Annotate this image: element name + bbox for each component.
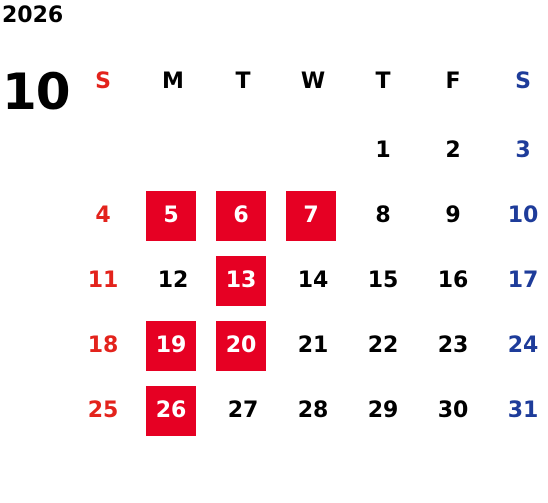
day-cell[interactable]: 15: [367, 268, 399, 293]
weekday-tuesday: T: [235, 69, 251, 94]
day-cell[interactable]: 24: [507, 333, 539, 358]
day-cell[interactable]: 16: [437, 268, 469, 293]
day-cell-highlighted[interactable]: 26: [146, 386, 196, 436]
weekday-wednesday: W: [300, 69, 326, 94]
weekday-friday: F: [445, 69, 461, 94]
day-cell[interactable]: 12: [157, 268, 189, 293]
day-cell-highlighted[interactable]: 19: [146, 321, 196, 371]
day-cell-highlighted[interactable]: 20: [216, 321, 266, 371]
day-cell[interactable]: 17: [507, 268, 539, 293]
day-cell-highlighted[interactable]: 6: [216, 191, 266, 241]
calendar-year: 2026: [2, 3, 64, 28]
day-cell[interactable]: 18: [87, 333, 119, 358]
day-cell[interactable]: 28: [297, 398, 329, 423]
weekday-thursday: T: [375, 69, 391, 94]
day-cell[interactable]: 31: [507, 398, 539, 423]
calendar-month: 10: [2, 63, 71, 121]
day-cell-highlighted[interactable]: 13: [216, 256, 266, 306]
day-cell[interactable]: 23: [437, 333, 469, 358]
day-cell[interactable]: [148, 126, 198, 176]
day-cell[interactable]: 9: [445, 203, 461, 228]
day-cell[interactable]: 21: [297, 333, 329, 358]
day-cell[interactable]: 1: [375, 138, 391, 163]
weekday-sunday: S: [95, 69, 111, 94]
day-cell-highlighted[interactable]: 7: [286, 191, 336, 241]
day-cell[interactable]: 2: [445, 138, 461, 163]
day-cell[interactable]: 22: [367, 333, 399, 358]
day-cell-highlighted[interactable]: 5: [146, 191, 196, 241]
weekday-monday: M: [162, 69, 184, 94]
day-cell[interactable]: 29: [367, 398, 399, 423]
day-cell[interactable]: 30: [437, 398, 469, 423]
day-cell[interactable]: 3: [515, 138, 531, 163]
day-cell[interactable]: 10: [507, 203, 539, 228]
day-cell[interactable]: 4: [95, 203, 111, 228]
day-cell[interactable]: 25: [87, 398, 119, 423]
day-cell[interactable]: 11: [87, 268, 119, 293]
day-cell[interactable]: [218, 126, 268, 176]
day-cell[interactable]: 14: [297, 268, 329, 293]
day-cell[interactable]: [78, 126, 128, 176]
day-cell[interactable]: 8: [375, 203, 391, 228]
day-cell[interactable]: 27: [227, 398, 259, 423]
weekday-saturday: S: [515, 69, 531, 94]
day-cell[interactable]: [288, 126, 338, 176]
